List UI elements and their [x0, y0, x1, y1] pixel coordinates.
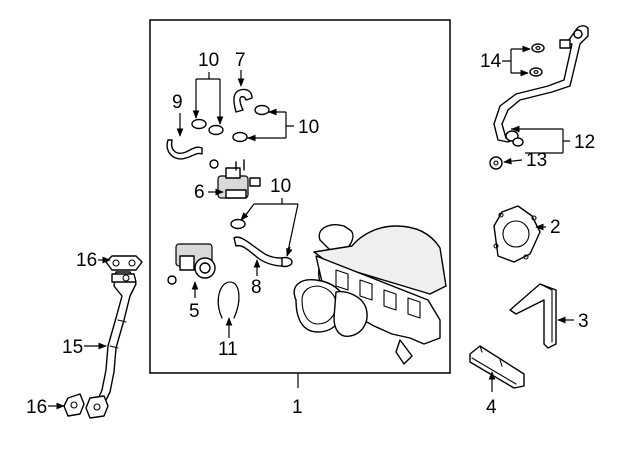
part-16-gasket-lower[interactable] — [63, 393, 109, 419]
callout-12-leader — [511, 128, 570, 154]
callout-13-leader — [503, 157, 523, 165]
callout-15[interactable]: 15 — [62, 337, 83, 358]
part-10-clamp-upper-left[interactable] — [191, 118, 224, 136]
callout-10-lower-leader — [241, 198, 299, 257]
part-5-valve[interactable] — [167, 243, 216, 285]
callout-6[interactable]: 6 — [194, 182, 205, 203]
part-8-hose[interactable] — [233, 236, 283, 267]
part-14-washer-upper[interactable] — [531, 43, 545, 53]
callout-3[interactable]: 3 — [578, 311, 589, 332]
callout-10-upper-left[interactable]: 10 — [198, 50, 219, 71]
part-14-washer-lower[interactable] — [529, 67, 543, 77]
part-16-gasket-upper[interactable] — [105, 255, 143, 271]
callout-16-upper[interactable]: 16 — [76, 250, 97, 271]
part-3-bracket[interactable] — [509, 283, 557, 349]
part-4-bracket[interactable] — [469, 345, 525, 389]
callout-8[interactable]: 8 — [251, 277, 262, 298]
callout-4[interactable]: 4 — [486, 397, 497, 418]
callout-10-upper-right[interactable]: 10 — [298, 117, 319, 138]
callout-16-lower[interactable]: 16 — [26, 397, 47, 418]
callout-12[interactable]: 12 — [574, 132, 595, 153]
callout-2[interactable]: 2 — [550, 217, 561, 238]
part-13-washer[interactable] — [489, 156, 503, 170]
callout-10-upper-right-leader — [247, 111, 294, 139]
callout-7[interactable]: 7 — [235, 50, 246, 71]
part-10-clamp-upper-right[interactable] — [232, 104, 270, 143]
callout-5[interactable]: 5 — [189, 301, 200, 322]
callout-13[interactable]: 13 — [526, 150, 547, 171]
turbocharger[interactable] — [293, 224, 447, 365]
part-11-hose[interactable] — [217, 281, 240, 319]
callout-11[interactable]: 11 — [218, 339, 238, 360]
part-9-hose[interactable] — [166, 139, 203, 160]
part-2-gasket[interactable] — [493, 205, 541, 263]
callout-10-upper-left-leader — [195, 72, 221, 124]
callout-14-leader — [502, 49, 512, 73]
callout-14[interactable]: 14 — [480, 51, 502, 72]
part-7-hose[interactable] — [233, 88, 253, 113]
part-12-oil-line[interactable] — [493, 25, 589, 147]
part-15-coolant-pipe[interactable] — [95, 271, 137, 405]
callout-1[interactable]: 1 — [292, 397, 303, 418]
callout-9[interactable]: 9 — [172, 92, 183, 113]
part-6-valve[interactable] — [209, 159, 261, 199]
callout-10-lower[interactable]: 10 — [270, 176, 291, 197]
